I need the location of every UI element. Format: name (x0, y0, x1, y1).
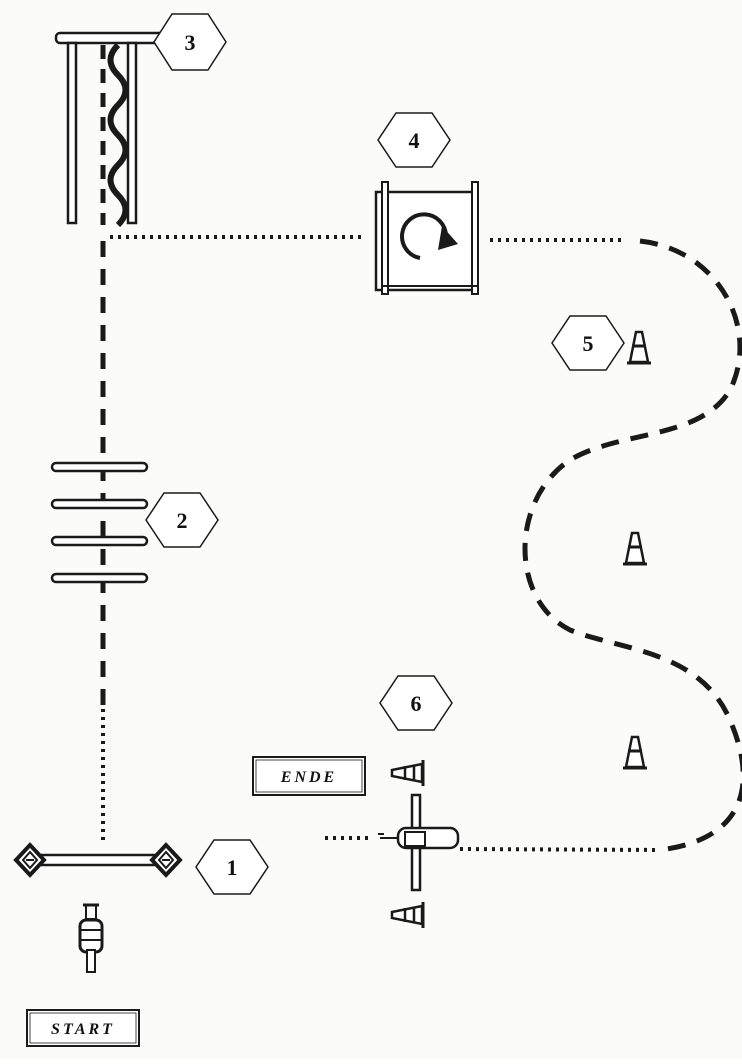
start-label-box: START (26, 1009, 140, 1047)
route-slalom-curve (522, 238, 742, 853)
svg-text:4: 4 (409, 128, 420, 153)
end-label: ENDE (280, 769, 337, 786)
narrow-plank-icon (50, 572, 149, 584)
narrow-plank-icon (50, 498, 149, 510)
gate-left-post (66, 41, 78, 225)
traffic-cone-icon (390, 904, 424, 926)
hex-badge-1: 1 (195, 839, 269, 895)
cone-slalom-3 (623, 735, 647, 770)
cone-slalom-1 (627, 330, 651, 365)
hex-badge-6: 6 (379, 675, 453, 731)
traffic-cone-icon (390, 762, 424, 784)
end-label-box: ENDE (252, 756, 366, 796)
gate-top-bar (54, 31, 168, 45)
station-3-rope-gate (54, 31, 168, 228)
narrow-plank-icon (50, 461, 149, 473)
hex-badge-4: 4 (377, 112, 451, 168)
narrow-plank-icon (50, 535, 149, 547)
svg-text:2: 2 (177, 508, 188, 533)
route-dotted-end (459, 847, 661, 852)
bicycle-icon (78, 903, 104, 973)
wavy-rope-icon (107, 42, 129, 228)
hex-badge-3: 3 (153, 13, 227, 71)
svg-text:3: 3 (185, 30, 196, 55)
turn-box-frame (374, 190, 478, 292)
bicycle-icon (378, 826, 460, 850)
svg-text:6: 6 (411, 691, 422, 716)
start-label: START (51, 1021, 115, 1038)
hex-badge-5: 5 (551, 315, 625, 371)
station-4-turn-box (374, 181, 479, 295)
rotation-arrow-icon (400, 212, 458, 260)
station-1-seesaw (13, 842, 183, 878)
cone-slalom-2 (623, 531, 647, 566)
svg-text:5: 5 (583, 331, 594, 356)
svg-text:1: 1 (227, 855, 238, 880)
cone-station-6-top (390, 760, 425, 786)
station-2-planks (50, 461, 149, 584)
cone-station-6-bottom (390, 902, 425, 928)
station-6-stop-bar (378, 793, 460, 892)
seesaw-right-diamond (149, 842, 183, 878)
seesaw-left-diamond (13, 842, 47, 878)
hex-badge-2: 2 (145, 492, 219, 548)
gate-right-post (126, 41, 138, 225)
